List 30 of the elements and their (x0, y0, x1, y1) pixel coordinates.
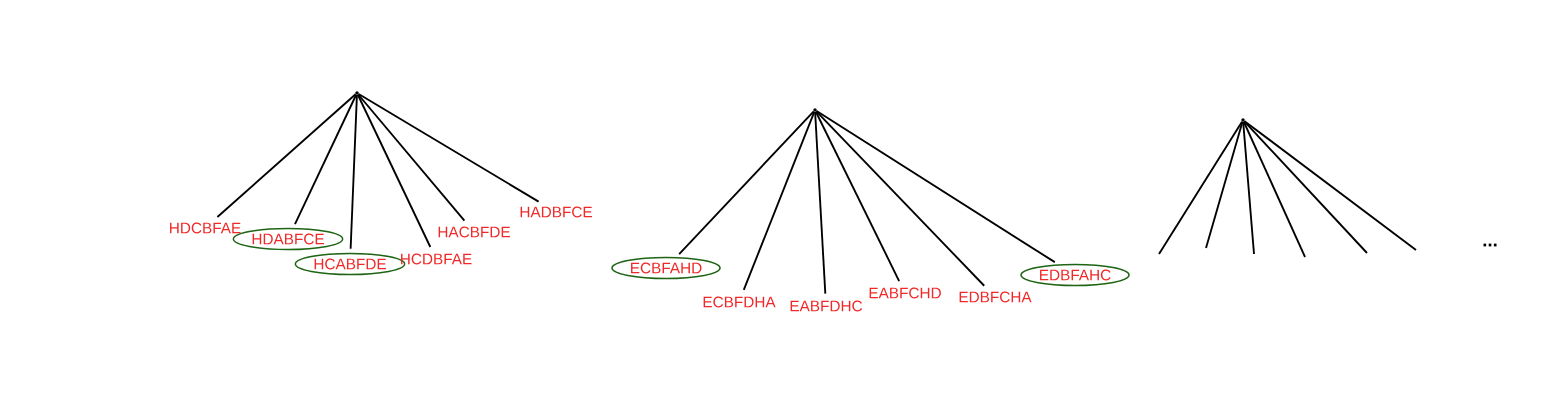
tree-branch (815, 110, 1056, 264)
node-label: HACBFDE (438, 226, 510, 238)
circled-label: EDBFAHC (1020, 263, 1130, 287)
tree-root-point (355, 91, 359, 95)
node-label: EABFDHC (790, 300, 863, 312)
tree-branch (1242, 120, 1306, 258)
tree-root-point (813, 108, 817, 112)
ellipsis: ... (1483, 243, 1497, 247)
tree-branch (216, 93, 357, 218)
tree-branch (357, 93, 540, 203)
tree-branch (814, 111, 827, 295)
tree-root-point (1241, 118, 1245, 122)
tree-branch (678, 110, 815, 255)
node-label: EDBFCHA (959, 291, 1032, 303)
tree-branch (357, 93, 466, 222)
node-label: ECBFDHA (703, 296, 776, 308)
tree-branch (742, 110, 816, 291)
tree-branch (814, 110, 901, 282)
node-label: HADBFCE (520, 206, 592, 218)
tree-branch (356, 93, 432, 248)
tree-branch (815, 110, 986, 287)
circled-label: ECBFAHD (611, 256, 721, 280)
node-label: EABFCHD (869, 287, 941, 299)
tree-branch (1243, 120, 1417, 251)
tree-branch (1243, 120, 1368, 254)
tree-branch (1242, 121, 1255, 255)
tree-branch (1205, 120, 1244, 249)
tree-branch (349, 94, 358, 250)
tree-branch (294, 93, 358, 226)
tree-branch (1158, 120, 1243, 255)
